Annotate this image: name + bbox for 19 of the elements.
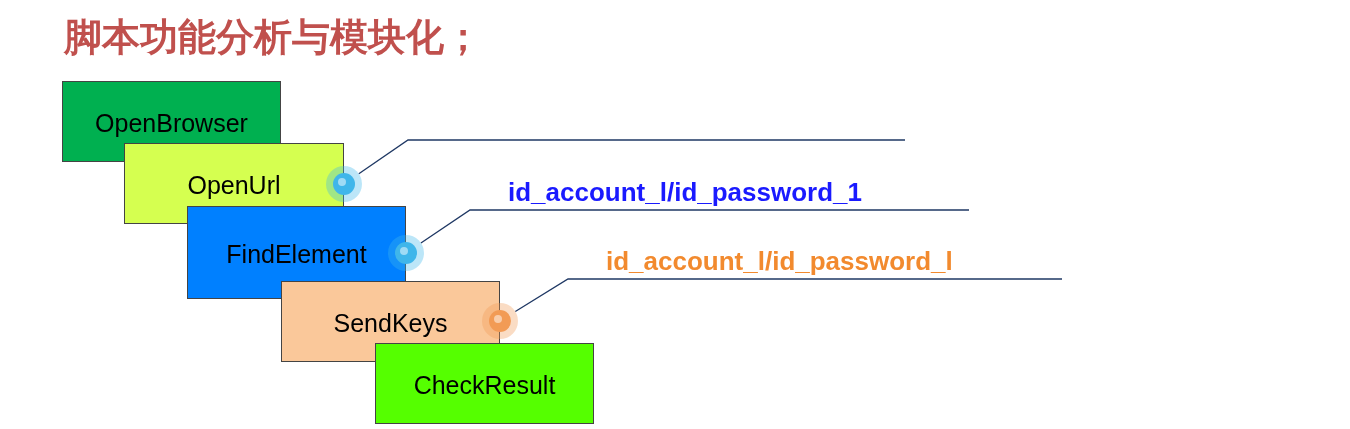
dot-marker: [388, 235, 424, 271]
step-label: FindElement: [226, 238, 367, 269]
leader-line: [514, 278, 1063, 313]
process-box: [187, 206, 406, 281]
leader-line: [358, 139, 906, 175]
process-box: [375, 343, 594, 424]
step-label: OpenUrl: [187, 169, 281, 200]
step-label: CheckResult: [413, 369, 556, 400]
leader-label: id_account_l/id_password_l: [606, 243, 953, 279]
process-box: [124, 143, 344, 206]
dot-marker: [326, 166, 362, 202]
dot-marker: [482, 303, 518, 339]
step-label: SendKeys: [333, 307, 448, 338]
process-box: [62, 81, 281, 143]
process-box: [281, 281, 500, 343]
step-label: OpenBrowser: [95, 107, 248, 138]
leader-line: [420, 209, 970, 244]
leader-label: id_account_l/id_password_1: [508, 174, 862, 210]
title-heading: 脚本功能分析与模块化；: [64, 14, 482, 61]
